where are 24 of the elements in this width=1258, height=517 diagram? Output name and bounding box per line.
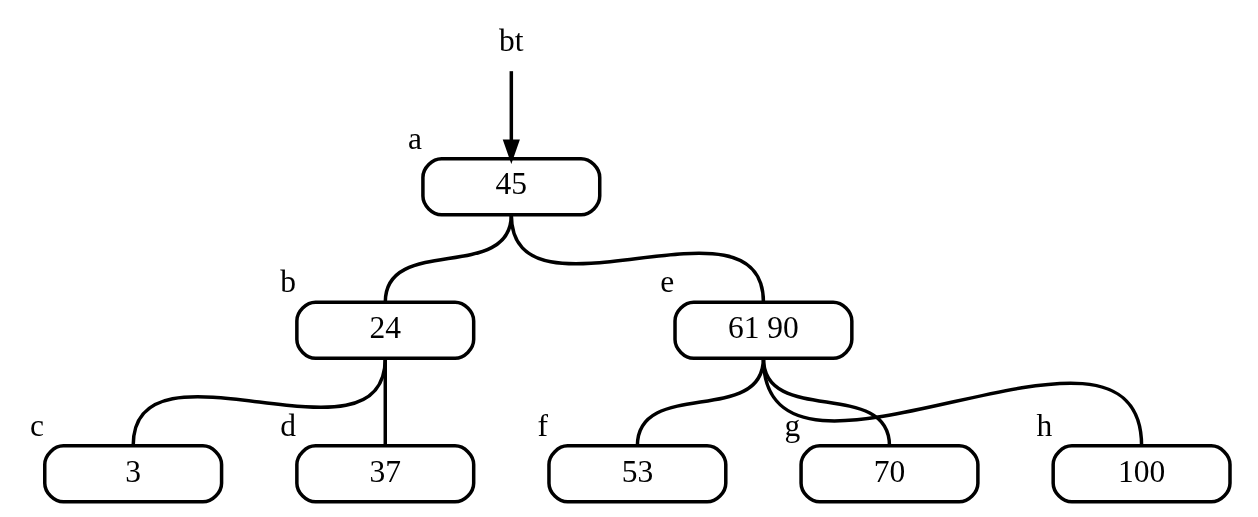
node-label: c — [29, 408, 44, 444]
node-label: h — [1036, 408, 1052, 444]
node-label: e — [659, 264, 674, 300]
node-text: bt — [498, 22, 524, 58]
node-label: g — [783, 408, 800, 444]
node-box: 61 90 — [672, 300, 854, 361]
node-box: 70 — [798, 444, 980, 504]
connector — [509, 214, 765, 303]
node-label: f — [537, 408, 548, 444]
node-box: 24 — [294, 300, 475, 361]
connector — [635, 358, 765, 447]
node-box: 37 — [294, 444, 475, 504]
connector — [130, 357, 387, 447]
node-box: 3 — [42, 444, 223, 504]
node-box: 100 — [1050, 444, 1232, 504]
node-label: b — [279, 264, 296, 300]
node-label: d — [279, 408, 296, 444]
node-box: 53 — [546, 444, 728, 504]
connector — [383, 358, 387, 446]
arrow — [502, 71, 520, 164]
connector — [761, 357, 1143, 447]
node-box: 45 — [420, 156, 601, 217]
connector — [383, 214, 513, 303]
node-label: a — [407, 120, 422, 156]
